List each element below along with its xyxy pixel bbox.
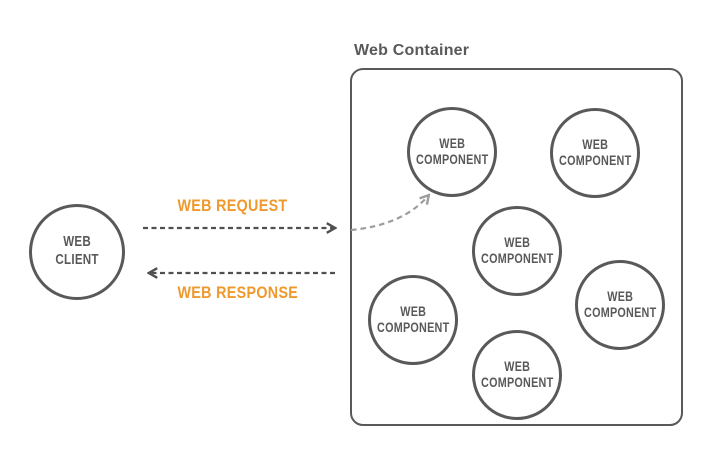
web-component-node: WEB COMPONENT — [575, 260, 665, 350]
web-component-node: WEB COMPONENT — [407, 107, 497, 197]
web-component-label: WEB COMPONENT — [376, 303, 450, 335]
web-component-label: WEB COMPONENT — [558, 136, 632, 168]
web-component-label: WEB COMPONENT — [480, 358, 554, 390]
web-component-node: WEB COMPONENT — [472, 206, 562, 296]
web-container-title: Web Container — [354, 42, 470, 59]
web-component-label: WEB COMPONENT — [415, 135, 489, 167]
web-client-node: WEB CLIENT — [29, 204, 125, 300]
web-component-node: WEB COMPONENT — [550, 108, 640, 198]
web-component-node: WEB COMPONENT — [472, 330, 562, 420]
web-container-box — [350, 68, 683, 426]
web-component-node: WEB COMPONENT — [368, 275, 458, 365]
web-client-label: WEB CLIENT — [55, 234, 99, 268]
web-request-label: WEB REQUEST — [176, 196, 288, 215]
web-response-label: WEB RESPONSE — [177, 283, 299, 302]
web-component-label: WEB COMPONENT — [480, 234, 554, 266]
web-component-label: WEB COMPONENT — [583, 288, 657, 320]
